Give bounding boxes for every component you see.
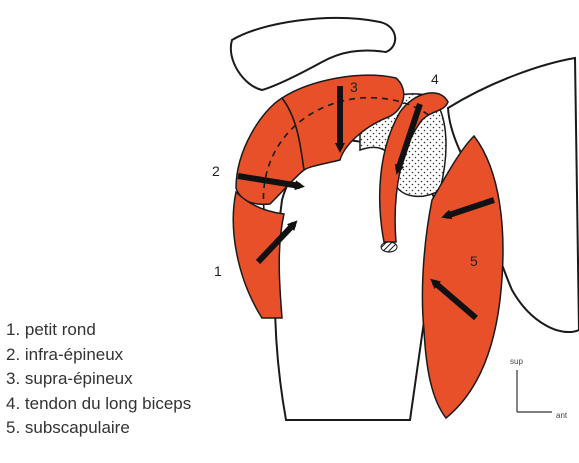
figure-label-2: 2	[212, 163, 220, 179]
figure-label-1: 1	[214, 263, 222, 279]
legend-item-4: 4. tendon du long biceps	[6, 392, 191, 417]
legend-item-1: 1. petit rond	[6, 318, 191, 343]
figure-label-5: 5	[470, 253, 478, 269]
axis-label-right: ant	[556, 411, 568, 420]
legend: 1. petit rond 2. infra-épineux 3. supra-…	[6, 318, 191, 441]
figure-label-4: 4	[431, 71, 439, 87]
biceps-tendon-cut	[381, 242, 397, 252]
legend-item-3: 3. supra-épineux	[6, 367, 191, 392]
legend-item-5: 5. subscapulaire	[6, 416, 191, 441]
axis-label-up: sup	[510, 357, 523, 366]
figure-label-3: 3	[350, 79, 358, 95]
legend-item-2: 2. infra-épineux	[6, 343, 191, 368]
muscle-teres-minor	[233, 192, 284, 318]
